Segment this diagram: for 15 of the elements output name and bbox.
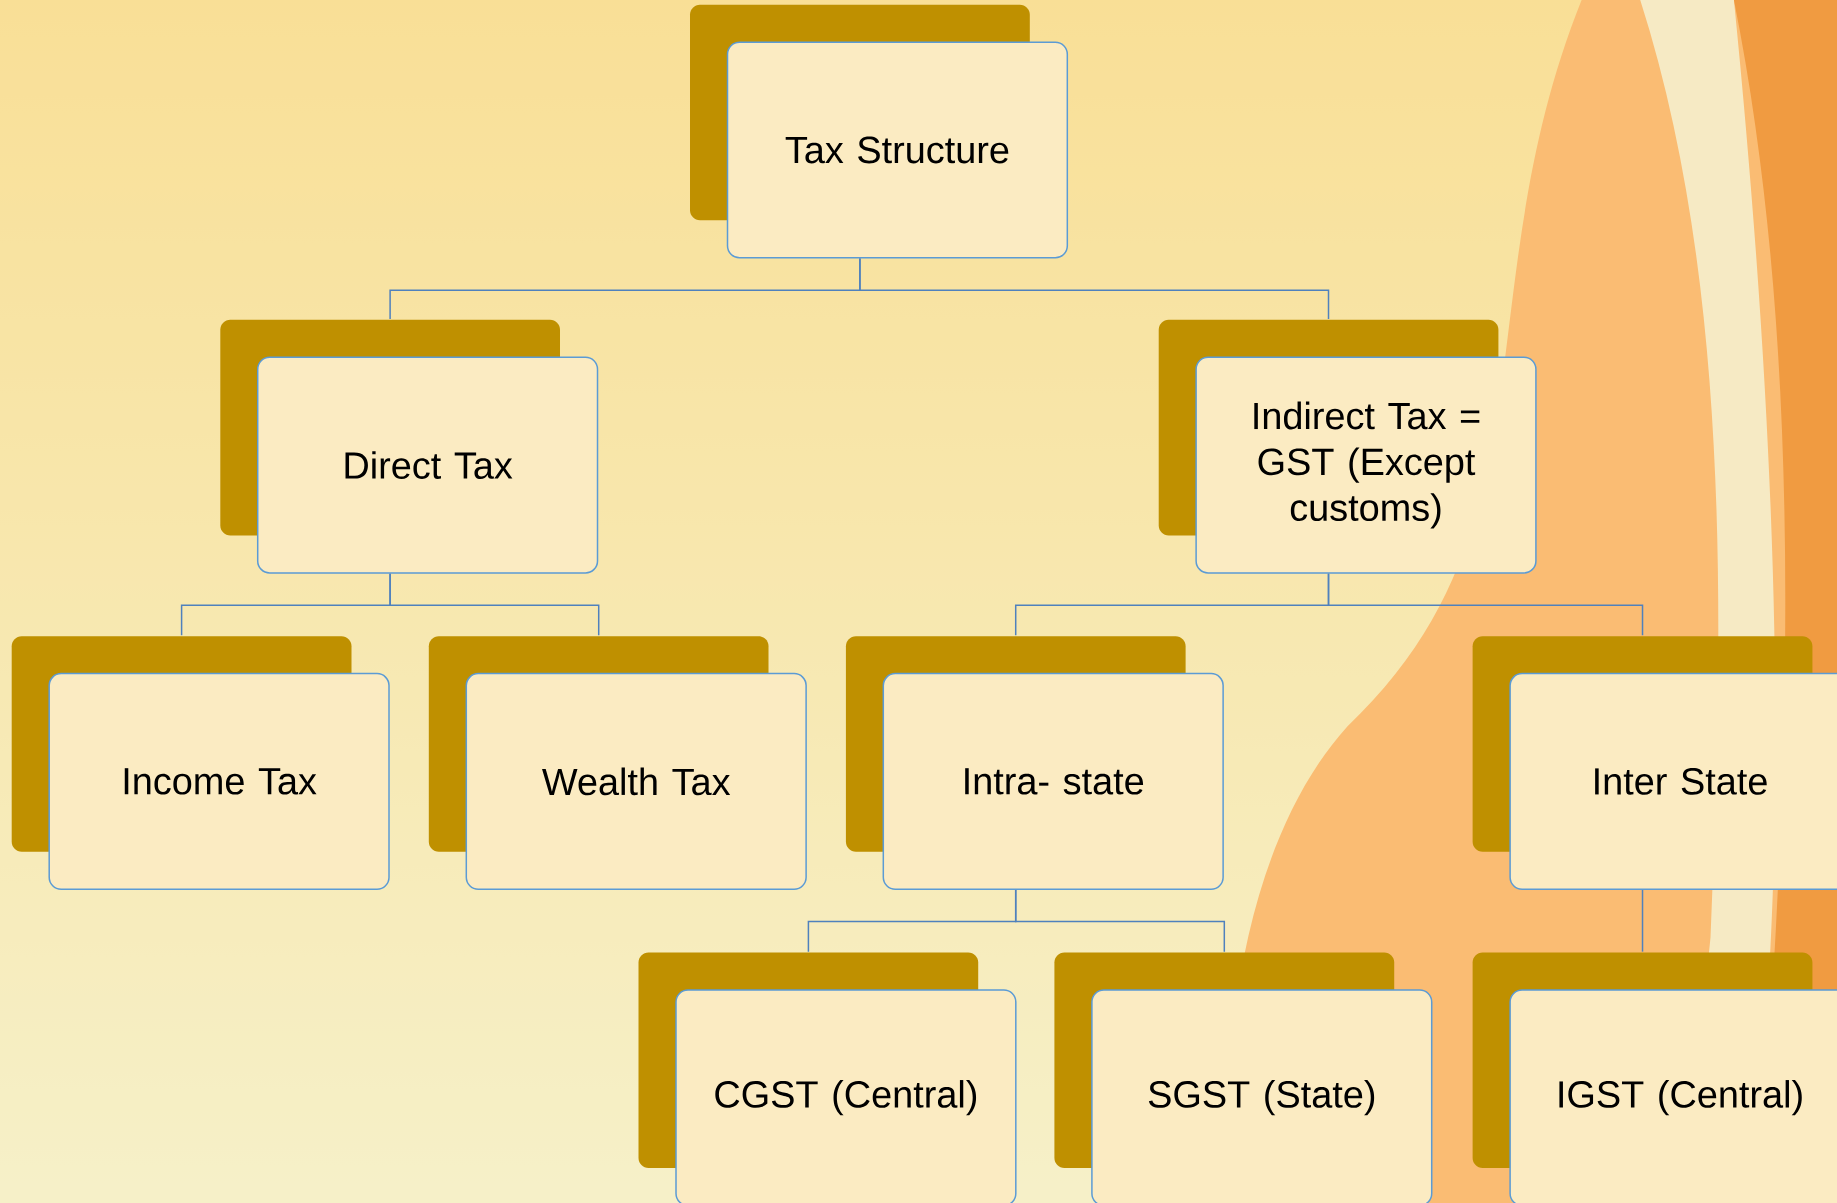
connector-line [1014, 889, 1226, 953]
tree-box: Wealth Tax [428, 636, 807, 890]
tree-box: Intra- state [845, 636, 1224, 890]
tree-box: Indirect Tax = GST (Except customs) [1158, 319, 1537, 574]
connector-line [859, 257, 1330, 320]
connector-line [389, 572, 600, 637]
tree-box: Tax Structure [690, 4, 1069, 259]
tree-box: SGST (State) [1054, 952, 1433, 1203]
tree-box: CGST (Central) [638, 952, 1017, 1203]
tree-box: IGST (Central) [1472, 952, 1837, 1203]
tree-box: Income Tax [11, 636, 390, 890]
tree-box: Inter State [1472, 636, 1837, 890]
connector-line [1327, 572, 1644, 637]
tree-box: Direct Tax [220, 319, 599, 574]
connector-line [1641, 889, 1644, 953]
